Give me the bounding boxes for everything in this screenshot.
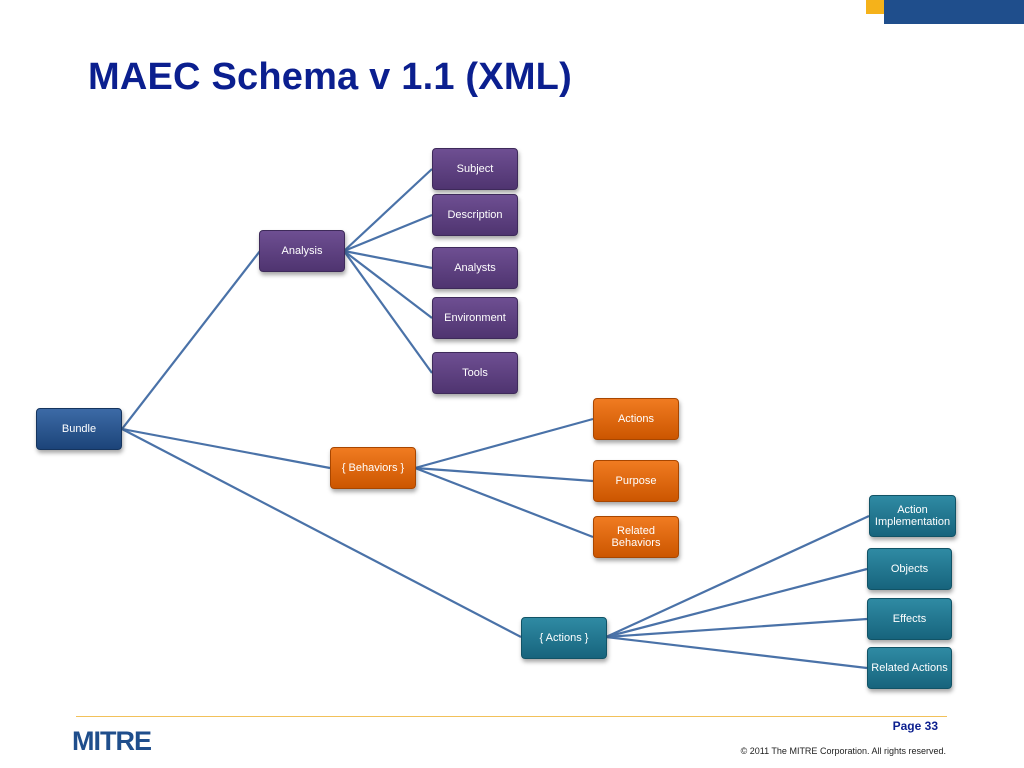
link-actions-effects bbox=[605, 617, 868, 639]
node-actions: { Actions } bbox=[521, 617, 607, 659]
top-accent-square bbox=[866, 0, 884, 14]
node-subject: Subject bbox=[432, 148, 518, 190]
link-analysis-subject bbox=[343, 168, 433, 252]
node-related-behaviors: Related Behaviors bbox=[593, 516, 679, 558]
link-actions-objects bbox=[605, 567, 868, 639]
node-effects: Effects bbox=[867, 598, 952, 640]
node-behavior-actions: Actions bbox=[593, 398, 679, 440]
page-number: Page 33 bbox=[892, 719, 938, 733]
mitre-logo-text: MITRE bbox=[72, 726, 151, 754]
node-behaviors: { Behaviors } bbox=[330, 447, 416, 489]
node-analysis: Analysis bbox=[259, 230, 345, 272]
node-purpose: Purpose bbox=[593, 460, 679, 502]
node-analysts: Analysts bbox=[432, 247, 518, 289]
link-bundle-behaviors bbox=[121, 427, 331, 470]
node-action-implementation: Action Implementation bbox=[869, 495, 956, 537]
link-behaviors-purpose bbox=[414, 466, 594, 483]
link-analysis-analysts bbox=[343, 249, 433, 270]
link-analysis-environment bbox=[343, 250, 433, 319]
copyright-notice: © 2011 The MITRE Corporation. All rights… bbox=[740, 746, 946, 756]
link-analysis-tools bbox=[343, 250, 433, 374]
node-related-actions: Related Actions bbox=[867, 647, 952, 689]
link-bundle-actions bbox=[121, 428, 522, 638]
link-behaviors-actions bbox=[414, 417, 594, 470]
node-environment: Environment bbox=[432, 297, 518, 339]
link-actions-related-actions bbox=[605, 635, 868, 670]
mitre-logo: MITRE bbox=[72, 726, 152, 754]
link-bundle-analysis bbox=[121, 250, 261, 430]
node-objects: Objects bbox=[867, 548, 952, 590]
node-description: Description bbox=[432, 194, 518, 236]
link-analysis-description bbox=[343, 213, 433, 253]
link-actions-action-implementation bbox=[605, 515, 870, 638]
link-behaviors-related-behaviors bbox=[414, 466, 594, 539]
node-tools: Tools bbox=[432, 352, 518, 394]
footer-divider bbox=[76, 716, 947, 717]
slide-title: MAEC Schema v 1.1 (XML) bbox=[88, 56, 572, 98]
node-bundle: Bundle bbox=[36, 408, 122, 450]
top-accent-bar bbox=[884, 0, 1024, 24]
